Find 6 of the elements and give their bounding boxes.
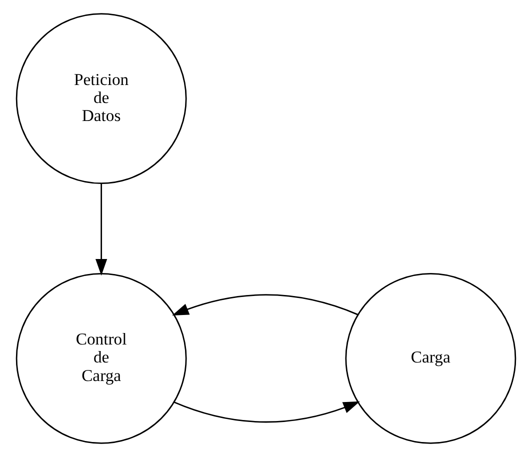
arrow bbox=[174, 401, 360, 423]
node-circle: Peticion de Datos bbox=[16, 13, 187, 184]
arrow bbox=[172, 294, 358, 316]
arrow bbox=[95, 183, 108, 276]
node-circle: Control de Carga bbox=[16, 272, 187, 444]
node-circle: Carga bbox=[345, 272, 516, 444]
